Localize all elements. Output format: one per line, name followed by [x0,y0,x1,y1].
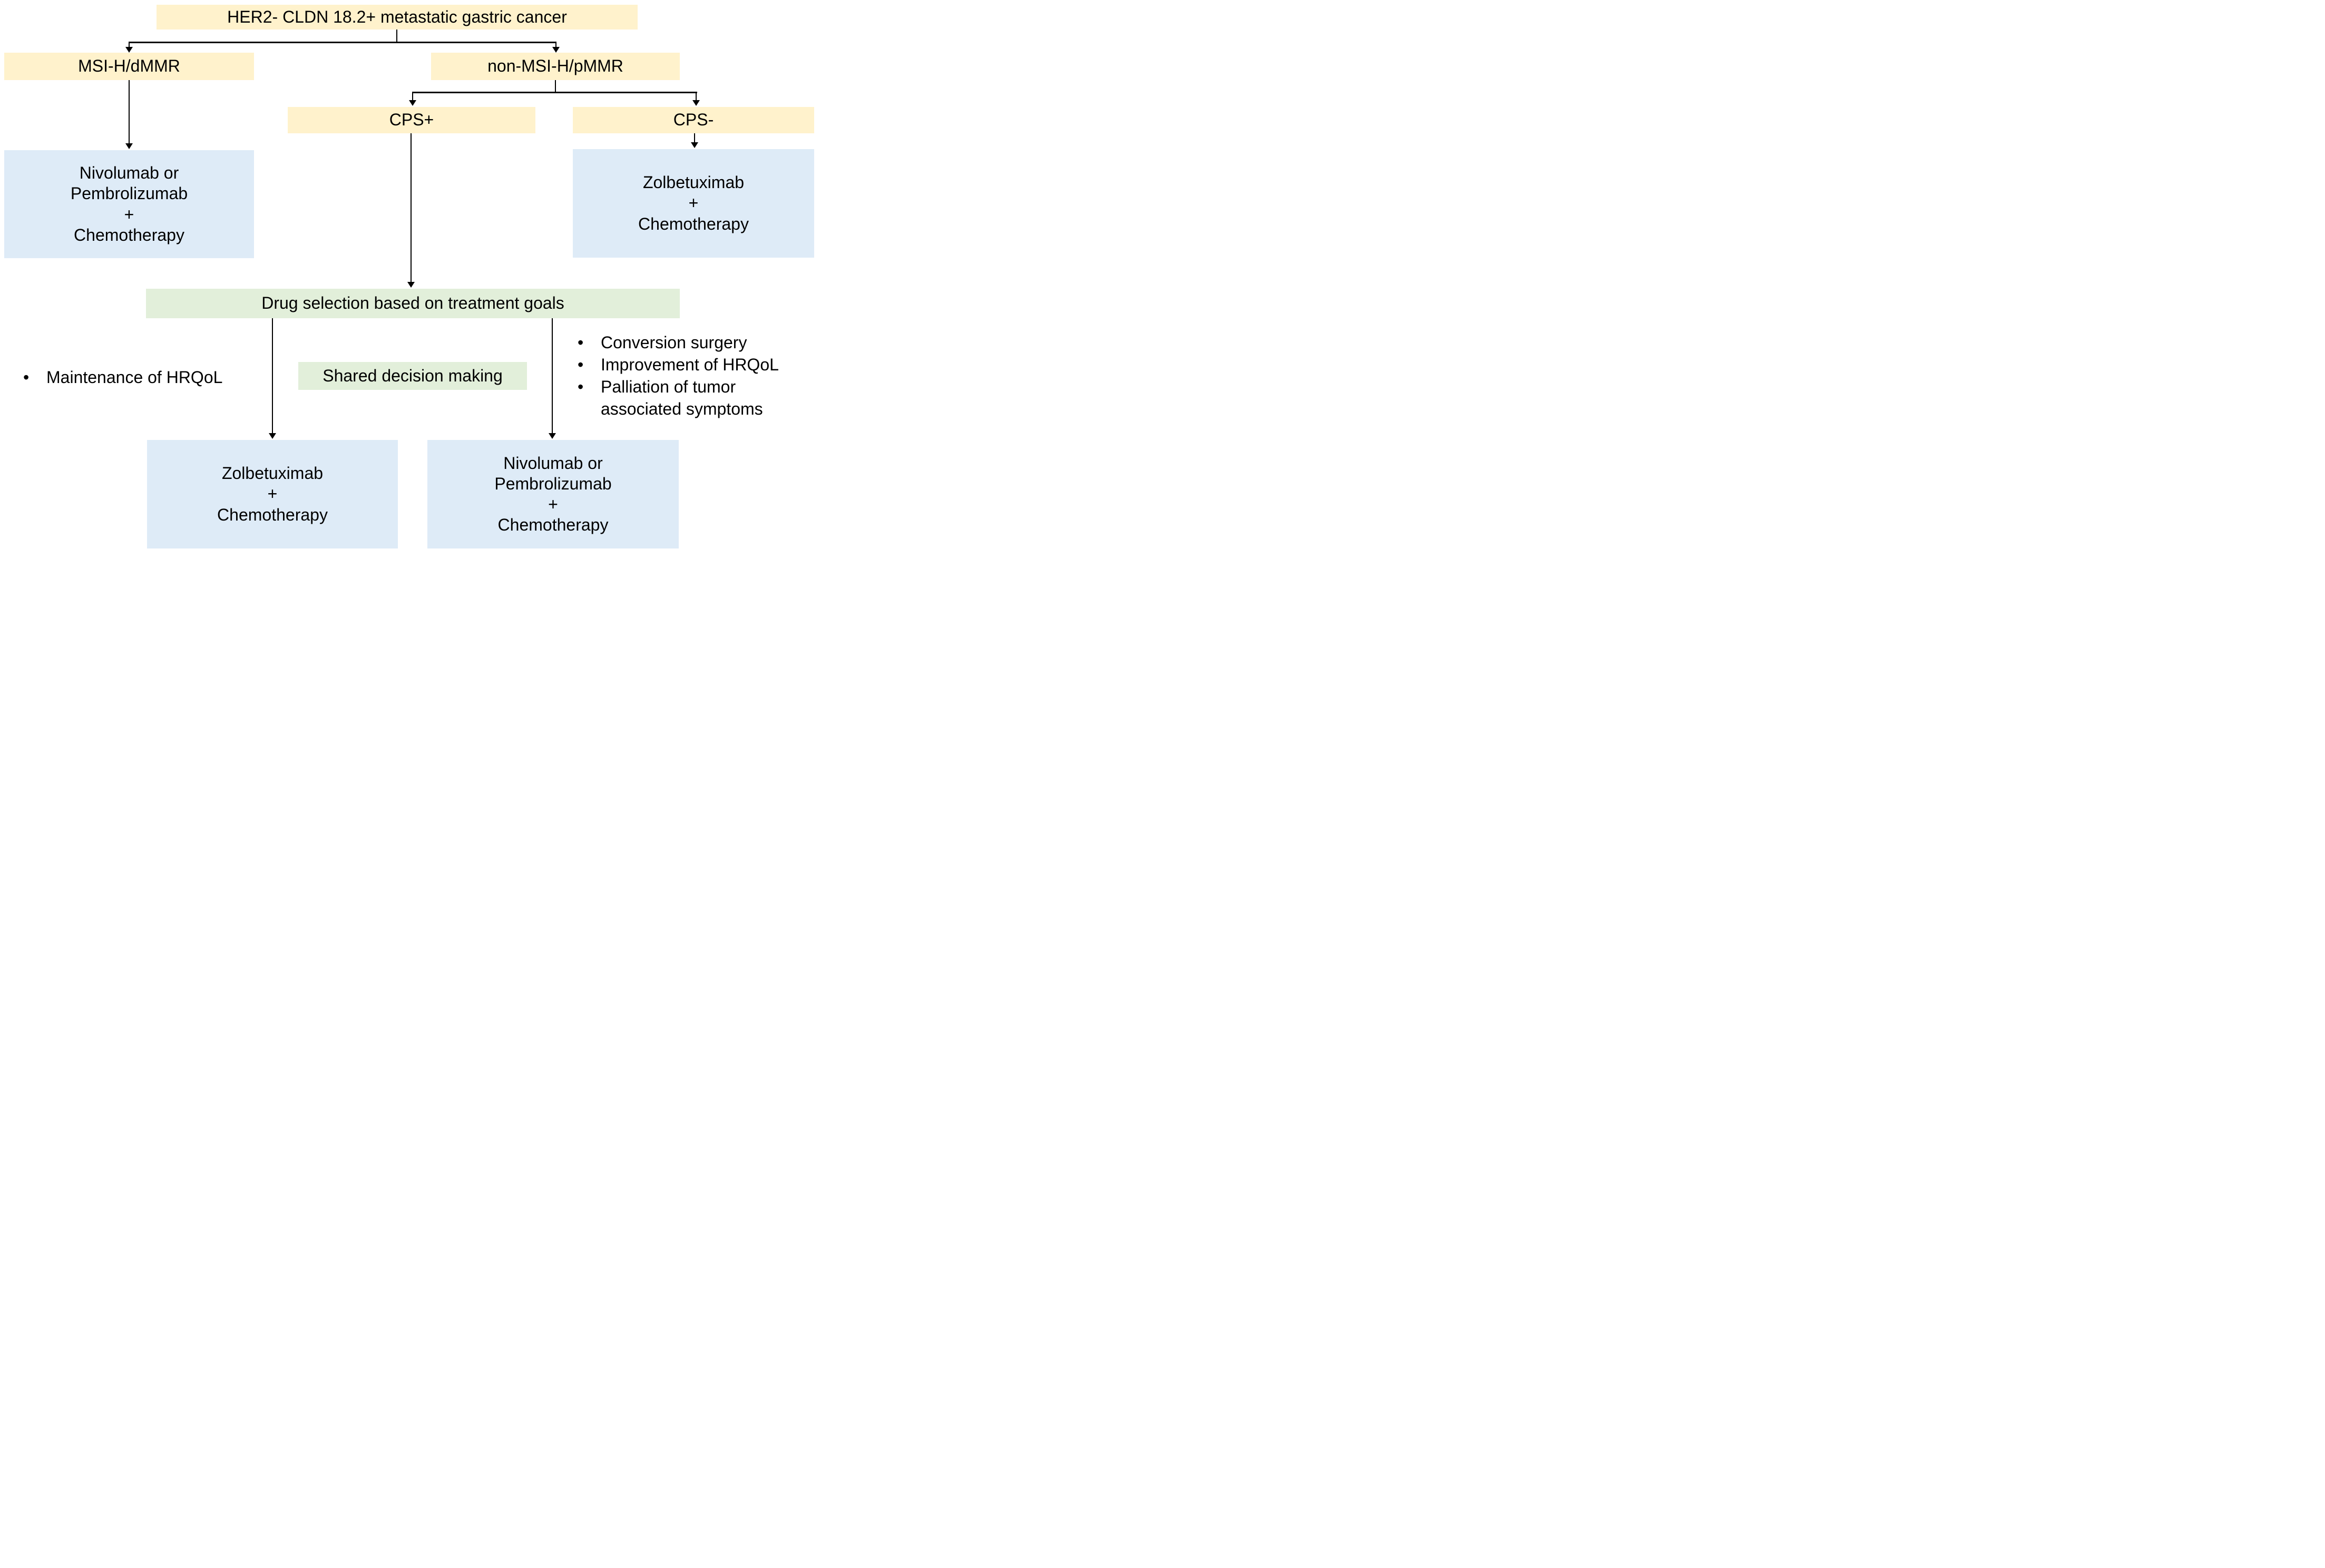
bullet-icon: • [578,355,584,374]
goal-item-palliation-symptoms: Palliation of tumor associated symptoms [601,377,763,418]
connector-goals-left [272,318,273,433]
arrowhead-to-cps-neg-outcome [691,142,698,148]
arrowhead-to-bottom-right-outcome [549,433,556,439]
connector-goals-right [552,318,553,433]
arrowhead-to-msi [125,47,133,53]
arrowhead-to-cps-negative [692,100,700,106]
node-outcome-bottom-nivolumab-pembrolizumab: Nivolumab or Pembrolizumab + Chemotherap… [427,440,679,548]
goal-item-improvement-hrqol: Improvement of HRQoL [601,355,779,374]
arrowhead-to-non-msi [552,47,560,53]
node-cps-positive: CPS+ [288,107,535,133]
node-shared-decision-making: Shared decision making [298,362,527,390]
node-drug-selection-goals: Drug selection based on treatment goals [146,289,680,318]
bullet-icon: • [578,333,584,352]
goal-item-conversion-surgery: Conversion surgery [601,333,747,352]
connector-branch1-horizontal [129,42,556,43]
treatment-flowchart: HER2- CLDN 18.2+ metastatic gastric canc… [0,0,814,549]
arrowhead-to-cps-positive [409,100,416,106]
goal-row: • Conversion surgery [573,331,814,354]
node-outcome-msi-nivolumab-pembrolizumab: Nivolumab or Pembrolizumab + Chemotherap… [4,150,254,258]
node-outcome-bottom-zolbetuximab: Zolbetuximab + Chemotherapy [147,440,398,548]
node-non-msi-h-pmmr: non-MSI-H/pMMR [431,53,680,80]
node-cps-negative: CPS- [573,107,814,133]
connector-cps-pos-to-drug-selection [411,133,412,282]
arrowhead-to-bottom-left-outcome [269,433,276,439]
goal-row: • Palliation of tumor associated symptom… [573,376,814,420]
goal-list-left: • Maintenance of HRQoL [19,366,267,388]
arrowhead-to-drug-selection [407,282,415,288]
connector-root-stem [396,30,397,43]
connector-msi-to-outcome [129,80,130,144]
goal-row: • Improvement of HRQoL [573,354,814,376]
bullet-icon: • [23,368,30,387]
node-outcome-cps-negative-zolbetuximab: Zolbetuximab + Chemotherapy [573,149,814,258]
node-msi-h-dmmr: MSI-H/dMMR [4,53,254,80]
goal-list-right: • Conversion surgery • Improvement of HR… [573,331,814,420]
connector-cps-neg-drop-stem [696,92,697,101]
connector-branch2-horizontal [412,92,697,93]
node-root-her2-cldn: HER2- CLDN 18.2+ metastatic gastric canc… [157,5,638,30]
connector-nonmsi-stem [555,80,556,93]
goal-item-maintenance-hrqol: Maintenance of HRQoL [46,368,223,387]
connector-cps-neg-to-outcome [694,133,695,143]
connector-nonmsi-drop-stem [555,42,556,48]
bullet-icon: • [578,377,584,396]
connector-cps-pos-drop-stem [412,92,413,101]
arrowhead-to-msi-outcome [125,143,133,149]
connector-msi-drop-stem [129,42,130,48]
